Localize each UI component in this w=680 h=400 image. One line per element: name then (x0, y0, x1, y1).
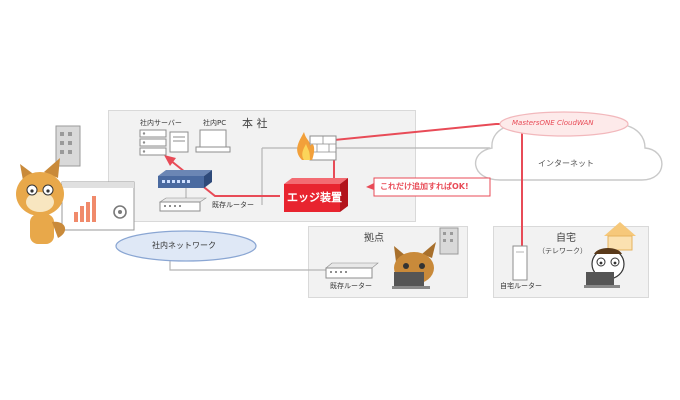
home-router-label: 自宅ルーター (500, 282, 542, 290)
pc-icon (195, 129, 231, 153)
hq-title: 本 社 (242, 117, 268, 130)
router-icon (325, 262, 379, 279)
internet-label: インターネット (538, 159, 594, 168)
hq-router-label: 既存ルーター (212, 201, 254, 209)
branch-title: 拠点 (364, 233, 384, 244)
dashboard-icon (61, 181, 135, 231)
laptop-icon (584, 272, 620, 288)
branch-router-label: 既存ルーター (330, 282, 372, 290)
laptop-icon (392, 272, 430, 289)
cloud-wan-pill (499, 111, 629, 137)
internal-network-label: 社内ネットワーク (152, 241, 216, 250)
edge-callout-text: これだけ追加すればOK! (380, 182, 469, 191)
edge-device-box (284, 178, 348, 212)
building-icon (55, 125, 81, 167)
house-icon (604, 222, 636, 251)
switch-icon (158, 170, 212, 188)
router-icon (159, 197, 207, 212)
internal-network-ellipse (115, 230, 257, 262)
edge-device-label: エッジ装置 (287, 191, 342, 204)
building-icon (439, 227, 459, 255)
pc-label: 社内PC (203, 119, 227, 127)
firewall-icon (297, 132, 337, 161)
server-label: 社内サーバー (140, 119, 182, 127)
cloud-wan-label: MastersONE CloudWAN (512, 119, 594, 127)
home-title: 自宅 (556, 233, 576, 244)
home-subtitle: （テレワーク） (538, 247, 587, 255)
server-icon (139, 129, 189, 156)
mascot-cat-icon (16, 158, 66, 244)
router-icon (512, 245, 528, 281)
